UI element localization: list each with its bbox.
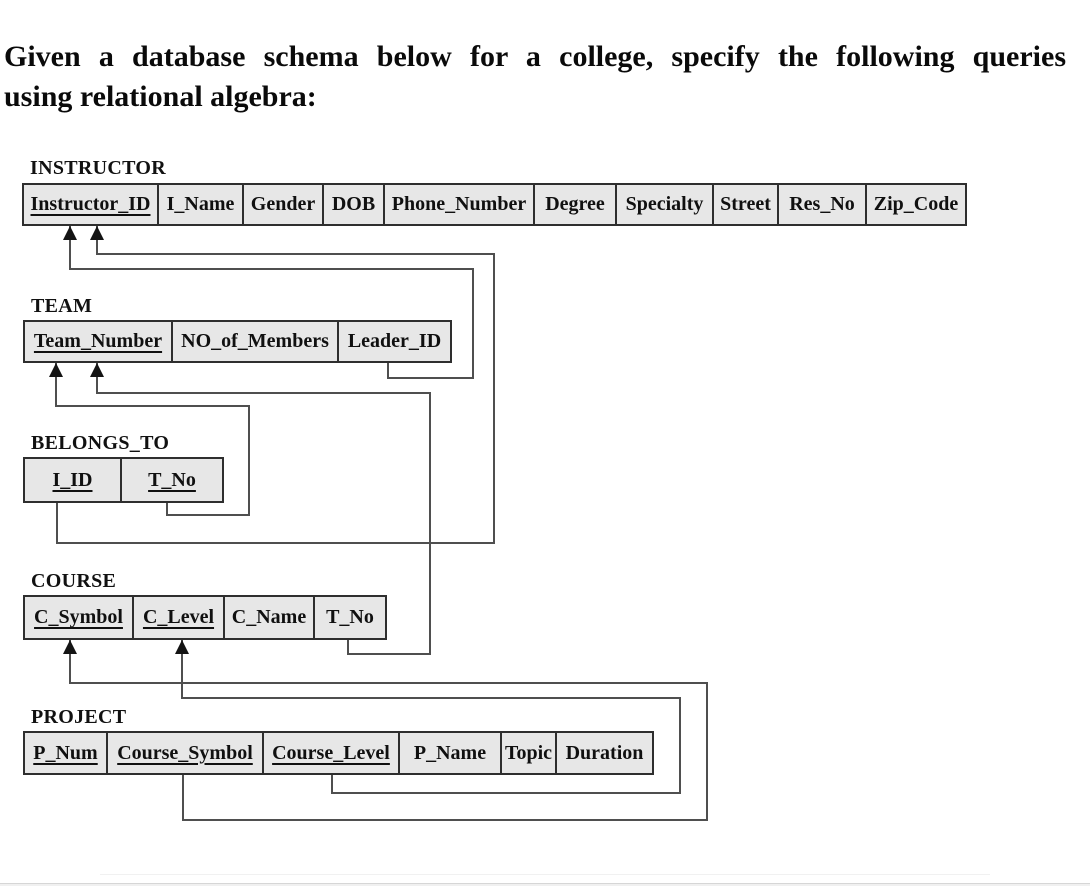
attribute-cell-course-t_no: T_No: [315, 597, 385, 638]
attribute-cell-belongs_to-t_no: T_No: [122, 459, 222, 501]
attribute-name: I_Name: [166, 193, 235, 215]
table-label-course: COURSE: [31, 570, 117, 592]
page-artifact-line: [100, 874, 990, 875]
attribute-cell-instructor-res_no: Res_No: [779, 185, 867, 224]
arrowhead-team-leaderid-to-instructor: [63, 226, 77, 240]
table-label-team: TEAM: [31, 295, 93, 317]
key-attribute-name: C_Symbol: [34, 606, 123, 628]
attribute-cell-project-topic: Topic: [502, 733, 557, 773]
attribute-name: P_Name: [413, 741, 487, 764]
table-label-instructor: INSTRUCTOR: [30, 157, 166, 179]
attribute-cell-project-duration: Duration: [557, 733, 652, 773]
attribute-name: Phone_Number: [391, 193, 527, 215]
attribute-name: Duration: [565, 741, 644, 764]
fk-line-project-coursesymbol-to-course: [69, 640, 708, 821]
attribute-cell-project-p_num: P_Num: [25, 733, 108, 773]
attribute-name: Specialty: [625, 193, 704, 215]
table-belongs_to: I_ID T_No: [23, 457, 224, 503]
attribute-cell-belongs_to-i_id: I_ID: [25, 459, 122, 501]
key-attribute-name: Course_Level: [272, 741, 390, 764]
attribute-name: NO_of_Members: [181, 330, 329, 352]
attribute-cell-course-c_name: C_Name: [225, 597, 315, 638]
arrowhead-belongsto-iid-to-instructor: [90, 226, 104, 240]
attribute-cell-instructor-degree: Degree: [535, 185, 617, 224]
bottom-divider: [0, 883, 1090, 886]
attribute-cell-team-leader_id: Leader_ID: [339, 322, 450, 361]
arrowhead-course-tno-to-team: [90, 363, 104, 377]
attribute-cell-team-no_of_members: NO_of_Members: [173, 322, 339, 361]
attribute-cell-instructor-instructor_id: Instructor_ID: [24, 185, 159, 224]
attribute-cell-instructor-street: Street: [714, 185, 779, 224]
attribute-cell-course-c_level: C_Level: [134, 597, 225, 638]
table-label-project: PROJECT: [31, 706, 127, 728]
attribute-cell-instructor-gender: Gender: [244, 185, 324, 224]
arrowhead-project-courselevel-to-course: [175, 640, 189, 654]
key-attribute-name: Course_Symbol: [117, 741, 253, 764]
key-attribute-name: I_ID: [52, 468, 93, 491]
attribute-name: Zip_Code: [873, 193, 959, 215]
question-text-line-2: using relational algebra:: [4, 80, 317, 113]
attribute-name: Street: [720, 193, 771, 215]
attribute-cell-instructor-i_name: I_Name: [159, 185, 244, 224]
attribute-name: C_Name: [231, 606, 307, 628]
attribute-name: DOB: [331, 193, 376, 215]
table-team: Team_Number NO_of_Members Leader_ID: [23, 320, 452, 363]
table-project: P_Num Course_Symbol Course_Level P_Name Topi…: [23, 731, 654, 775]
arrowhead-project-coursesymbol-to-course: [63, 640, 77, 654]
attribute-cell-project-course_level: Course_Level: [264, 733, 400, 773]
arrowhead-belongsto-tno-to-team: [49, 363, 63, 377]
attribute-cell-instructor-dob: DOB: [324, 185, 385, 224]
attribute-name: Topic: [504, 741, 553, 764]
table-instructor: Instructor_ID I_Name Gender DOB Phone_Number…: [22, 183, 967, 226]
table-course: C_Symbol C_Level C_Name T_No: [23, 595, 387, 640]
question-text-line-1: Given a database schema below for a coll…: [4, 40, 1066, 73]
attribute-name: Gender: [250, 193, 316, 215]
key-attribute-name: T_No: [148, 468, 196, 491]
attribute-cell-instructor-zip_code: Zip_Code: [867, 185, 965, 224]
attribute-name: Leader_ID: [347, 330, 442, 352]
attribute-cell-instructor-specialty: Specialty: [617, 185, 714, 224]
table-label-belongs_to: BELONGS_TO: [31, 432, 170, 454]
attribute-cell-course-c_symbol: C_Symbol: [25, 597, 134, 638]
attribute-cell-project-course_symbol: Course_Symbol: [108, 733, 264, 773]
key-attribute-name: Instructor_ID: [30, 193, 151, 215]
key-attribute-name: C_Level: [142, 606, 215, 628]
attribute-name: Degree: [545, 193, 605, 215]
key-attribute-name: P_Num: [33, 741, 98, 764]
attribute-name: T_No: [326, 606, 374, 628]
attribute-cell-instructor-phone_number: Phone_Number: [385, 185, 535, 224]
attribute-cell-team-team_number: Team_Number: [25, 322, 173, 361]
attribute-name: Res_No: [789, 193, 855, 215]
key-attribute-name: Team_Number: [33, 330, 163, 352]
attribute-cell-project-p_name: P_Name: [400, 733, 502, 773]
